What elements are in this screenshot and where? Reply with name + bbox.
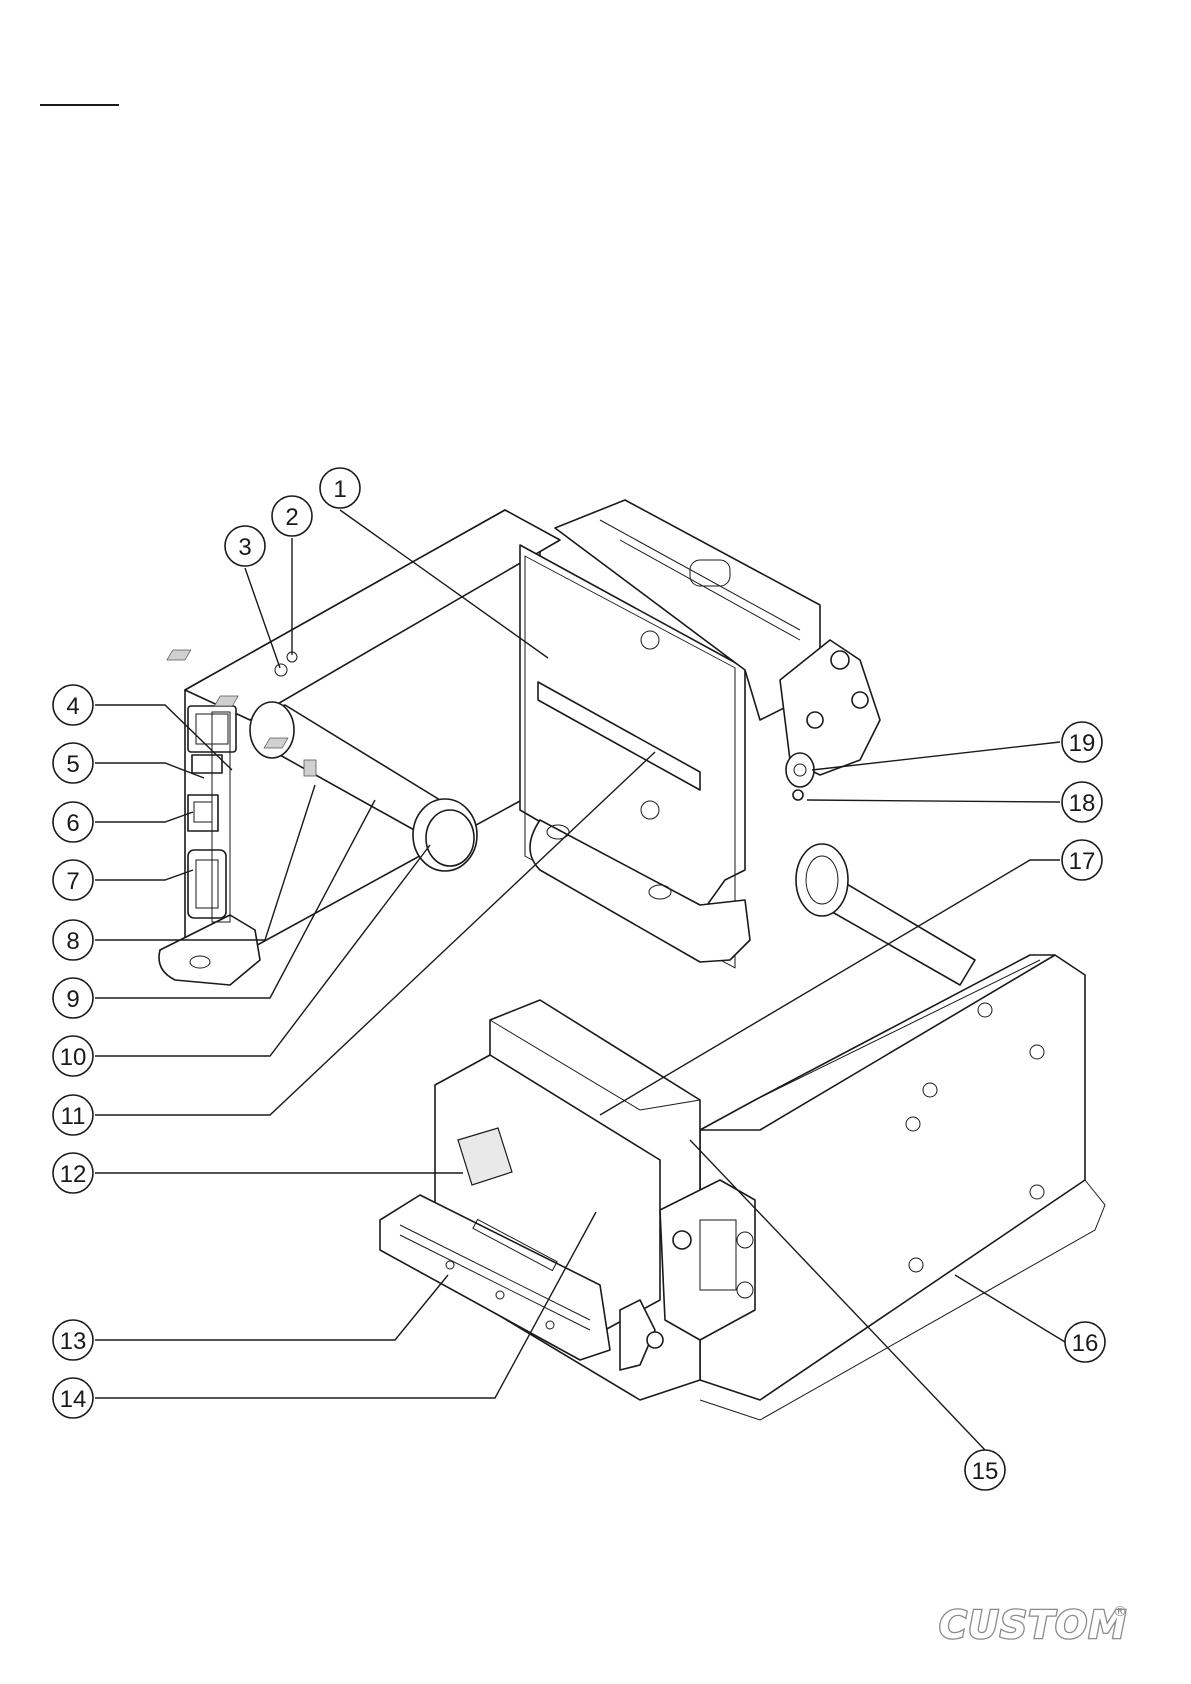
callout-19: 19 [1062, 722, 1102, 762]
callout-9: 9 [53, 978, 93, 1018]
svg-text:11: 11 [61, 1103, 86, 1130]
svg-text:9: 9 [66, 986, 79, 1013]
callout-15: 15 [965, 1450, 1005, 1490]
svg-text:6: 6 [66, 810, 79, 837]
svg-text:19: 19 [1069, 730, 1096, 757]
usb-connector [188, 795, 218, 831]
callout-10: 10 [53, 1036, 93, 1076]
release-lever [793, 790, 803, 800]
registered-mark: ® [1113, 1604, 1127, 1620]
upper-printer-unit [159, 500, 880, 985]
lower-printer-unit [0, 844, 1105, 1420]
svg-text:15: 15 [972, 1458, 999, 1485]
svg-text:8: 8 [66, 928, 79, 955]
logo-wordmark: CUSTOM [939, 1603, 1127, 1647]
svg-text:18: 18 [1069, 790, 1096, 817]
upper-mounting-foot-left [159, 915, 260, 985]
svg-text:2: 2 [285, 504, 298, 531]
callout-18: 18 [1062, 782, 1102, 822]
svg-text:10: 10 [60, 1044, 87, 1071]
callout-8: 8 [53, 920, 93, 960]
svg-text:14: 14 [60, 1386, 87, 1413]
svg-text:7: 7 [66, 868, 79, 895]
callout-6: 6 [53, 802, 93, 842]
callout-11: 11 [53, 1095, 93, 1135]
label-mark-icon [167, 650, 191, 660]
svg-text:1: 1 [333, 476, 346, 503]
callout-12: 12 [53, 1153, 93, 1193]
svg-text:12: 12 [60, 1161, 87, 1188]
callout-5: 5 [53, 743, 93, 783]
callout-1: 1 [320, 468, 360, 508]
callout-14: 14 [53, 1378, 93, 1418]
svg-text:3: 3 [238, 534, 251, 561]
custom-logo: CUSTOM ® [935, 1598, 1135, 1648]
svg-text:4: 4 [66, 693, 79, 720]
svg-text:13: 13 [60, 1328, 87, 1355]
callout-7: 7 [53, 860, 93, 900]
svg-text:5: 5 [66, 751, 79, 778]
label-mark-icon [304, 760, 316, 776]
svg-text:16: 16 [1072, 1330, 1099, 1357]
callout-3: 3 [225, 526, 265, 566]
callout-16: 16 [1065, 1322, 1105, 1362]
callout-13: 13 [53, 1320, 93, 1360]
callout-2: 2 [272, 496, 312, 536]
feed-knob [786, 753, 814, 787]
status-led-block [192, 755, 222, 773]
callout-4: 4 [53, 685, 93, 725]
lower-side-bracket [660, 1180, 755, 1340]
svg-text:17: 17 [1069, 848, 1096, 875]
callout-17: 17 [1062, 840, 1102, 880]
